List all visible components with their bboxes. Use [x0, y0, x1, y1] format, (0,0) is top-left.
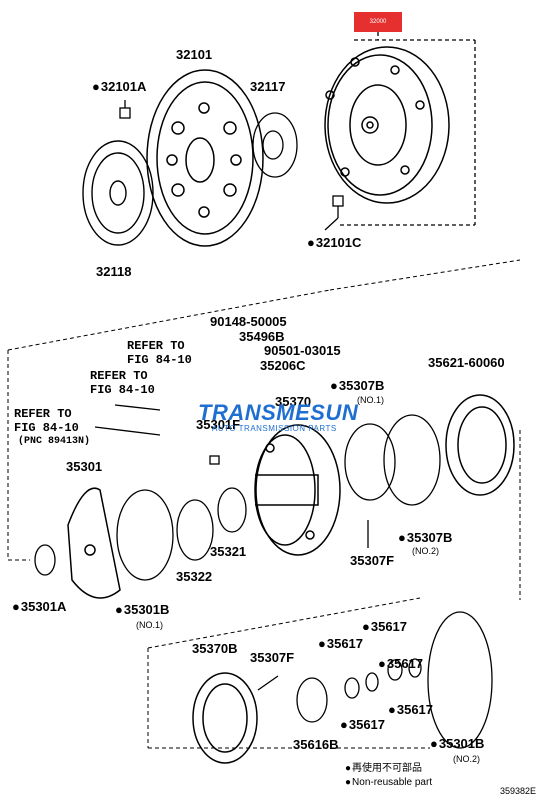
label-35322: 35322 — [176, 569, 213, 584]
diagram-code: 359382E — [500, 786, 537, 796]
label-35617-c: 35617 — [378, 657, 423, 670]
label-35621: 35621-60060 — [428, 355, 505, 370]
label-35307b-2: 35307B — [398, 531, 453, 544]
label-35617-e: 35617 — [388, 703, 433, 716]
part-tag: 32000 — [354, 12, 402, 32]
label-refer-3c: (PNC 89413N) — [18, 436, 91, 447]
label-refer-3a: REFER TO — [14, 407, 72, 421]
label-35370: 35370 — [275, 394, 312, 409]
label-35370b: 35370B — [192, 641, 238, 656]
label-35307f-2: 35307F — [250, 650, 295, 665]
bolt-32101c — [324, 195, 344, 231]
pump-housing-35301 — [67, 487, 121, 599]
label-no1-a: (NO.1) — [357, 395, 384, 405]
label-32117: 32117 — [250, 79, 286, 94]
seal-35301a — [34, 544, 56, 576]
pump-assembly-callout — [7, 259, 521, 600]
label-35206c: 35206C — [260, 358, 306, 373]
label-35496b: 35496B — [239, 329, 285, 344]
drive-plate — [146, 69, 264, 247]
oil-seal-35621 — [445, 394, 515, 496]
label-35617-d: 35617 — [340, 718, 385, 731]
bolt-32101a — [119, 100, 131, 119]
snap-ring-35616b — [296, 677, 328, 723]
label-no1-b: (NO.1) — [136, 620, 163, 630]
bolt-35307f-lower — [257, 675, 279, 691]
stator-shaft-35370b — [192, 672, 258, 764]
label-refer-1b: FIG 84-10 — [127, 353, 192, 367]
o-ring-35307b-no1 — [344, 423, 396, 501]
o-ring-35301b-no2 — [427, 611, 493, 749]
bolt-35301f — [209, 455, 220, 465]
torque-converter — [324, 46, 450, 204]
watermark-sub: AUTO TRANSMISSION PARTS — [212, 424, 337, 433]
label-32101: 32101 — [176, 47, 213, 62]
label-32101c: 32101C — [307, 236, 362, 249]
label-90148: 90148-50005 — [210, 314, 287, 329]
label-35301f: 35301F — [196, 417, 241, 432]
label-refer-2b: FIG 84-10 — [90, 383, 155, 397]
watermark-name: TRANSMESUN — [198, 400, 359, 425]
stator-callout — [147, 597, 430, 749]
label-no2-a: (NO.2) — [412, 546, 439, 556]
drive-gear-35321 — [217, 487, 247, 533]
label-35307f-1: 35307F — [350, 553, 395, 568]
label-32101a: 32101A — [92, 80, 147, 93]
driven-gear-35322 — [176, 499, 214, 561]
spacer-plate — [252, 112, 298, 178]
label-35307b-1: 35307B — [330, 379, 385, 392]
ring-35617-1 — [344, 677, 360, 699]
legend-japanese: 再使用不可部品 — [345, 764, 422, 774]
torque-converter-callout — [340, 32, 476, 226]
label-refer-1a: REFER TO — [127, 339, 185, 353]
label-90501: 90501-03015 — [264, 343, 341, 358]
label-no2-b: (NO.2) — [453, 754, 480, 764]
oil-pump-body — [254, 424, 341, 556]
label-refer-2a: REFER TO — [90, 369, 148, 383]
signal-plate — [82, 140, 154, 246]
label-35616b: 35616B — [293, 737, 339, 752]
lube-pipe — [94, 404, 161, 436]
label-32118: 32118 — [96, 264, 132, 279]
legend-non-reusable: Non-reusable part — [345, 778, 432, 788]
label-35321: 35321 — [210, 544, 247, 559]
label-35301: 35301 — [66, 459, 103, 474]
label-35617-a: 35617 — [318, 637, 363, 650]
label-refer-3b: FIG 84-10 — [14, 421, 79, 435]
label-35301b-1: 35301B — [115, 603, 170, 616]
o-ring-35301b-no1 — [116, 489, 174, 581]
label-35301a: 35301A — [12, 600, 67, 613]
label-35301b-2: 35301B — [430, 737, 485, 750]
o-ring-35307b-no2 — [383, 414, 441, 506]
ring-35617-2 — [365, 672, 379, 692]
watermark: TRANSMESUN AUTO TRANSMISSION PARTS — [198, 400, 358, 433]
label-35617-b: 35617 — [362, 620, 407, 633]
